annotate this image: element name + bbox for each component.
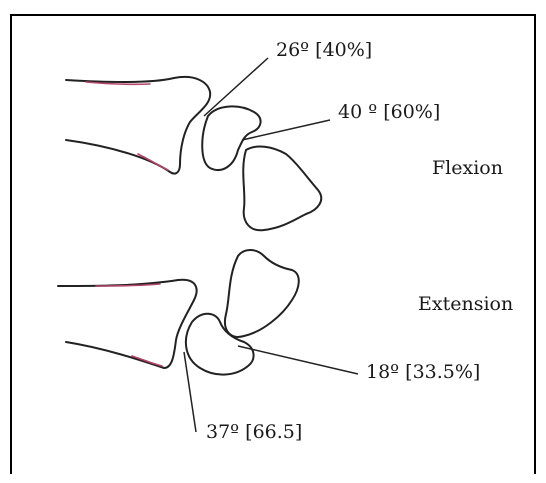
flexion-radius-outline: [66, 77, 210, 174]
flexion-lower-angle-label: 40 º [60%]: [338, 101, 440, 123]
flexion-title: Flexion: [432, 157, 503, 179]
extension-radius-lower-highlight: [132, 356, 162, 366]
extension-group: [58, 250, 358, 432]
extension-title: Extension: [418, 293, 513, 315]
flexion-capitate-bone: [243, 147, 321, 231]
extension-left-angle-label: 37º [66.5]: [206, 421, 302, 443]
extension-capitate-bone: [225, 250, 299, 337]
flexion-upper-angle-label: 26º [40%]: [276, 39, 372, 61]
extension-radius-outline: [58, 280, 197, 368]
flexion-radius-lower-highlight: [138, 154, 168, 170]
extension-right-angle-label: 18º [33.5%]: [366, 361, 480, 383]
flexion-group: [66, 58, 330, 230]
extension-right-leader: [238, 346, 358, 374]
